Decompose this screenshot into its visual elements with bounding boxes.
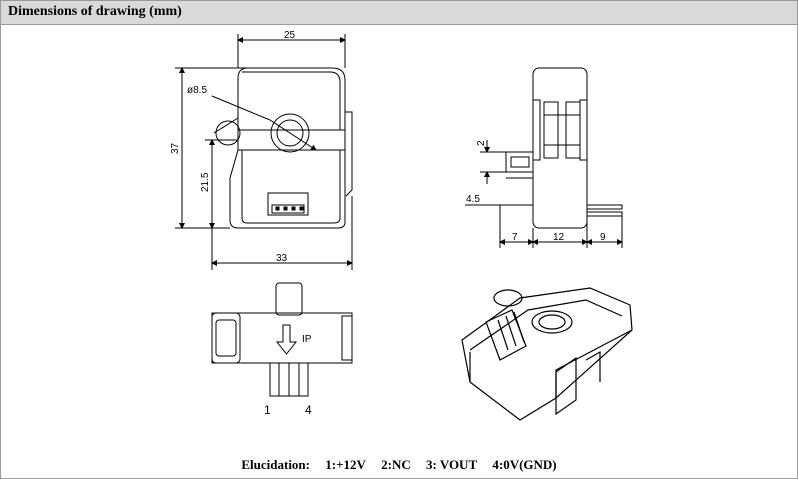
front-view xyxy=(175,34,353,270)
pin-label-last: 4 xyxy=(305,403,312,417)
isometric-view xyxy=(461,287,633,421)
dim-front-height-total: 37 xyxy=(170,142,181,154)
caption-pin3: 3: VOUT xyxy=(425,457,478,472)
dim-side-right: 9 xyxy=(600,232,606,243)
dim-front-bottom-width: 33 xyxy=(276,253,288,264)
section-title: Dimensions of drawing (mm) xyxy=(8,4,182,19)
caption-pin1: 1:+12V xyxy=(325,457,366,472)
dim-side-mid: 12 xyxy=(553,232,565,243)
dim-front-top-width: 25 xyxy=(284,30,296,41)
dim-side-left: 7 xyxy=(512,232,518,243)
caption-pin4: 4:0V(GND) xyxy=(492,457,557,472)
dim-front-height-lower: 21.5 xyxy=(200,172,211,192)
current-label: IP xyxy=(302,334,312,345)
section-header: Dimensions of drawing (mm) xyxy=(1,1,797,25)
dim-side-small: 2 xyxy=(476,140,487,146)
caption-pin2: 2:NC xyxy=(381,457,411,472)
side-view xyxy=(465,67,623,248)
elucidation-caption: Elucidation: 1:+12V 2:NC 3: VOUT 4:0V(GN… xyxy=(0,457,798,473)
pin-label-first: 1 xyxy=(264,403,271,417)
dim-side-pin-offset: 4.5 xyxy=(466,194,480,205)
dim-hole-diameter: ø8.5 xyxy=(187,85,207,96)
bottom-view xyxy=(211,282,353,397)
caption-label: Elucidation: xyxy=(241,457,310,472)
